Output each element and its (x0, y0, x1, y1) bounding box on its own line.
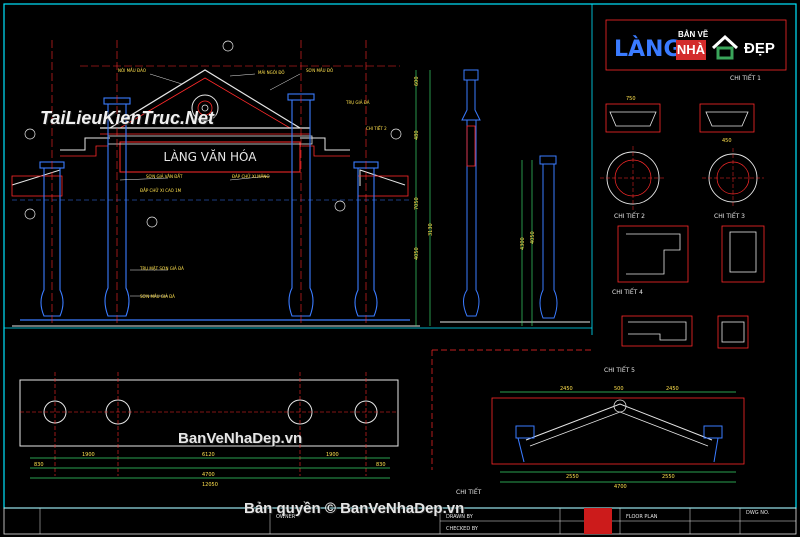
foundation-plan: 830 1900 6120 1900 830 4700 12050 (19, 372, 399, 488)
svg-text:TRỤ MẶT SƠN GIẢ ĐÁ: TRỤ MẶT SƠN GIẢ ĐÁ (139, 266, 184, 271)
svg-text:7050: 7050 (414, 197, 420, 210)
plan-dim-c: 830 (34, 462, 44, 468)
watermark-banvenhadep: BanVeNhaDep.vn (178, 430, 303, 447)
details-panel: LÀNG CHI TIẾT 1 750 450 CHI TIẾT 2 CHI T… (600, 19, 787, 374)
svg-text:SƠN MẦU GIẢ ĐÁ: SƠN MẦU GIẢ ĐÁ (140, 294, 175, 299)
svg-text:ĐẮP CHỮ XI CAO 1M: ĐẮP CHỮ XI CAO 1M (140, 188, 182, 193)
watermark-tailieukientruc: TaiLieuKienTruc.Net (40, 108, 215, 128)
logo-nha-text: NHÀ (676, 40, 706, 60)
detail-label-1: CHI TIẾT 1 (730, 74, 761, 82)
plan-dim-b: 1900 (326, 452, 339, 458)
side-section: 600 480 7050 4050 3130 4300 4050 (414, 69, 590, 326)
watermark-copyright: Bản quyền © BanVeNhaDep.vn (244, 500, 465, 517)
svg-text:SƠN GIẢ VÂN ĐẤT: SƠN GIẢ VÂN ĐẤT (146, 174, 183, 179)
svg-text:480: 480 (414, 130, 420, 140)
svg-text:4050: 4050 (530, 231, 536, 244)
top-sign: LÀNG (614, 36, 682, 62)
roof-plan: 2450 500 2450 2550 2550 4700 CHI TIẾT (456, 386, 745, 496)
detail-label-4: CHI TIẾT 4 (612, 288, 643, 296)
title-block: OWNER DRAWN BY CHECKED BY FLOOR PLAN DWG… (3, 507, 797, 535)
front-elevation: NÓI MẦU ĐẢO MÁI NGÓI ĐỎ SƠN MẦU ĐỎ TRỤ G… (11, 40, 420, 327)
plan-dim-d: 830 (376, 462, 386, 468)
detail-label-2: CHI TIẾT 2 (614, 212, 645, 220)
svg-text:TRỤ GIẢ ĐÁ: TRỤ GIẢ ĐÁ (345, 100, 370, 105)
logo-top-text: BẢN VẼ (678, 30, 709, 39)
svg-text:ĐÁP CHỮ XI MĂNG: ĐÁP CHỮ XI MĂNG (232, 174, 269, 179)
roof-dim-top-a: 2450 (560, 386, 573, 392)
plan-dim-e: 6120 (202, 452, 215, 458)
svg-text:MÁI NGÓI ĐỎ: MÁI NGÓI ĐỎ (258, 70, 285, 75)
detail-label-5: CHI TIẾT 5 (604, 366, 635, 374)
title-owner: OWNER (276, 514, 296, 520)
gate-sign: LÀNG VĂN HÓA (164, 149, 258, 164)
title-drawn: DRAWN BY (446, 514, 474, 520)
detail-label-6: CHI TIẾT (456, 488, 482, 496)
svg-text:4050: 4050 (414, 247, 420, 260)
plan-dim-total: 12050 (202, 482, 218, 488)
title-dwg-no: DWG NO. (746, 510, 770, 516)
svg-text:CHI TIẾT 2: CHI TIẾT 2 (366, 125, 387, 131)
roof-dim-top-b: 2450 (666, 386, 679, 392)
svg-text:NÓI MẦU ĐẢO: NÓI MẦU ĐẢO (118, 68, 146, 73)
svg-text:4300: 4300 (520, 237, 526, 250)
banvenhadep-logo: BẢN VẼ NHÀ ĐẸP (676, 28, 792, 66)
house-icon (711, 34, 739, 60)
title-checked: CHECKED BY (446, 526, 479, 532)
title-floor-plan: FLOOR PLAN (626, 514, 658, 520)
roof-dim-top-mid: 500 (614, 386, 624, 392)
plan-dim-mid: 4700 (202, 472, 215, 478)
roof-dim-total: 4700 (614, 484, 627, 490)
title-red-block (584, 508, 612, 534)
svg-text:600: 600 (414, 76, 420, 86)
detail-label-3: CHI TIẾT 3 (714, 212, 745, 220)
roof-dim-a: 2550 (566, 474, 579, 480)
plan-dim-a: 1900 (82, 452, 95, 458)
roof-dim-b: 2550 (662, 474, 675, 480)
detail-dim-a: 750 (626, 96, 636, 102)
svg-text:3130: 3130 (428, 223, 434, 236)
detail-dim-b: 450 (722, 138, 732, 144)
logo-dep-text: ĐẸP (744, 40, 775, 57)
svg-text:SƠN MẦU ĐỎ: SƠN MẦU ĐỎ (306, 68, 333, 73)
